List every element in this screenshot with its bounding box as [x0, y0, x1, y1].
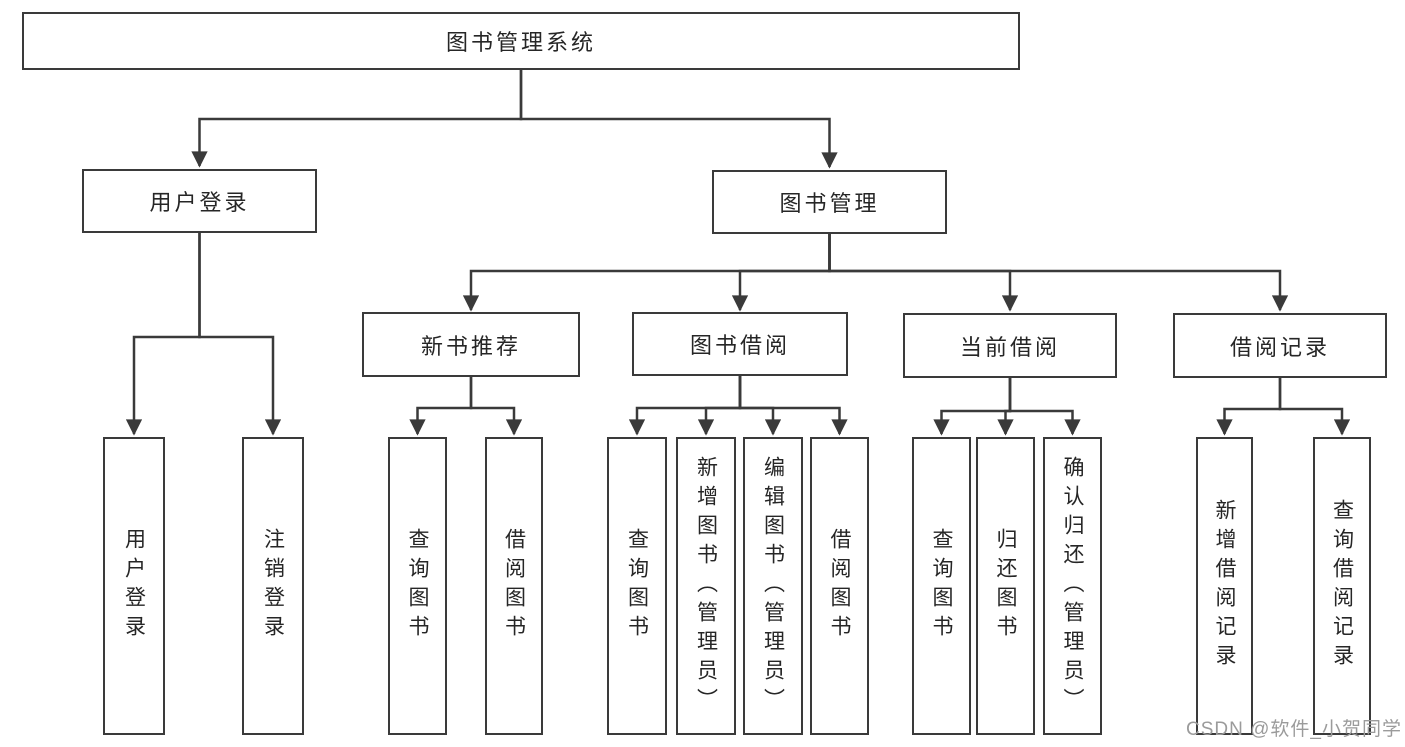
watermark: CSDN @软件_小贺同学 [1186, 719, 1402, 740]
edge-bookborrow-edit [738, 376, 782, 436]
edge-currentborrow-query [933, 378, 1012, 436]
leaf-bookborrow-add-books-admin: 新增图书（管理员） [676, 437, 736, 735]
edge-bookborrow-add [697, 376, 742, 436]
node-user-login: 用户登录 [82, 169, 317, 233]
leaf-currentborrow-query-books: 查询图书 [912, 437, 971, 735]
leaf-user-login: 用户登录 [103, 437, 165, 735]
node-book-borrow: 图书借阅 [632, 312, 848, 376]
edge-bookmgmt-borrowrecord [828, 234, 1289, 312]
node-root: 图书管理系统 [22, 12, 1020, 70]
edge-userlogin-leaf-logout [198, 233, 282, 436]
edge-root-user-login [191, 70, 523, 168]
edge-root-book-mgmt [519, 70, 838, 169]
leaf-newbook-borrow-books: 借阅图书 [485, 437, 543, 735]
edge-bookborrow-query [628, 376, 742, 436]
edge-currentborrow-confirm [1008, 378, 1081, 436]
edge-borrowrecord-query [1278, 378, 1351, 436]
leaf-bookborrow-query-books: 查询图书 [607, 437, 667, 735]
leaf-borrowrecord-query-record: 查询借阅记录 [1313, 437, 1371, 735]
edge-newbook-borrow [469, 377, 523, 436]
edge-bookborrow-borrow [738, 376, 848, 436]
leaf-currentborrow-confirm-return-admin: 确认归还（管理员） [1043, 437, 1102, 735]
edge-borrowrecord-add [1216, 378, 1282, 436]
edge-bookmgmt-bookborrow [731, 234, 831, 312]
leaf-bookborrow-borrow-books: 借阅图书 [810, 437, 869, 735]
edge-userlogin-leaf-login [125, 233, 201, 436]
edge-newbook-query [409, 377, 473, 436]
leaf-borrowrecord-add-record: 新增借阅记录 [1196, 437, 1253, 735]
node-book-mgmt: 图书管理 [712, 170, 947, 234]
leaf-bookborrow-edit-books-admin: 编辑图书（管理员） [743, 437, 803, 735]
node-new-book: 新书推荐 [362, 312, 580, 377]
leaf-currentborrow-return-books: 归还图书 [976, 437, 1035, 735]
leaf-newbook-query-books: 查询图书 [388, 437, 447, 735]
node-current-borrow: 当前借阅 [903, 313, 1117, 378]
node-borrow-record: 借阅记录 [1173, 313, 1387, 378]
leaf-logout: 注销登录 [242, 437, 304, 735]
